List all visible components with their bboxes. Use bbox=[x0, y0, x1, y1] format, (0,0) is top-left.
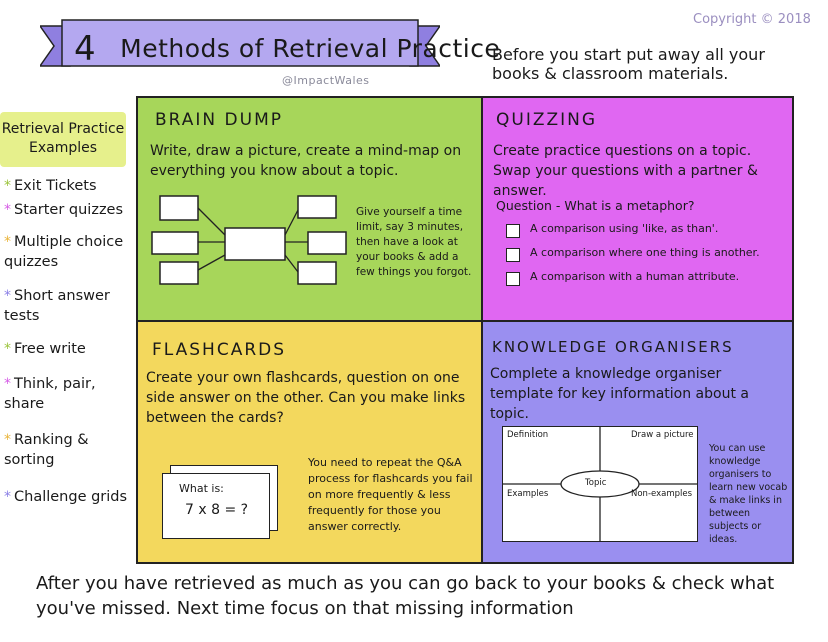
knowledge-organisers-text: Complete a knowledge organiser template … bbox=[490, 366, 749, 422]
quizzing-heading: QUIZZING bbox=[496, 110, 598, 130]
sidebar-item-label: Think, pair, share bbox=[4, 376, 96, 412]
quiz-option-2: A comparison where one thing is another. bbox=[530, 246, 760, 259]
sidebar-item: *Short answer tests bbox=[4, 286, 132, 326]
brain-dump-text: Write, draw a picture, create a mind-map… bbox=[150, 143, 462, 179]
quizzing-text: Create practice questions on a topic. Sw… bbox=[493, 143, 758, 199]
ko-picture-label: Draw a picture bbox=[631, 430, 694, 440]
sidebar-item-label: Free write bbox=[14, 341, 86, 357]
copyright: Copyright © 2018 bbox=[693, 12, 811, 27]
star-icon: * bbox=[4, 341, 11, 357]
ko-topic-label: Topic bbox=[585, 478, 607, 488]
sidebar-item-label: Ranking & sorting bbox=[4, 432, 89, 468]
mind-map-diagram bbox=[151, 195, 347, 285]
title-number: 4 bbox=[74, 29, 97, 69]
option-checkbox-2[interactable] bbox=[506, 248, 520, 262]
option-checkbox-1[interactable] bbox=[506, 224, 520, 238]
quiz-option-1: A comparison using 'like, as than'. bbox=[530, 222, 719, 235]
sidebar-heading: Retrieval Practice Examples bbox=[0, 112, 126, 167]
flashcard: What is: 7 x 8 = ? bbox=[162, 473, 270, 539]
flashcards-tip: You need to repeat the Q&A process for f… bbox=[308, 456, 473, 533]
star-icon: * bbox=[4, 288, 11, 304]
title-text: Methods of Retrieval Practice bbox=[120, 34, 501, 63]
sidebar-item-label: Exit Tickets bbox=[14, 178, 97, 194]
sidebar-item-label: Challenge grids bbox=[14, 489, 128, 505]
brain-dump-tip: Give yourself a time limit, say 3 minute… bbox=[356, 206, 472, 278]
flashcard-label: What is: bbox=[179, 482, 224, 495]
star-icon: * bbox=[4, 234, 11, 250]
star-icon: * bbox=[4, 432, 11, 448]
page-title: 4 Methods of Retrieval Practice bbox=[74, 29, 500, 69]
author-handle: @ImpactWales bbox=[282, 74, 370, 87]
flashcards-heading: FLASHCARDS bbox=[152, 340, 287, 360]
star-icon: * bbox=[4, 202, 11, 218]
option-checkbox-3[interactable] bbox=[506, 272, 520, 286]
sidebar-item: *Ranking & sorting bbox=[4, 430, 132, 470]
ko-definition-label: Definition bbox=[507, 430, 549, 440]
knowledge-organisers-heading: KNOWLEDGE ORGANISERS bbox=[492, 338, 734, 356]
ko-examples-label: Examples bbox=[507, 489, 549, 499]
knowledge-organiser-template: Definition Draw a picture Examples Non-e… bbox=[502, 426, 698, 542]
flashcards-text: Create your own flashcards, question on … bbox=[146, 370, 466, 426]
sidebar-item-label: Starter quizzes bbox=[14, 202, 124, 218]
sidebar-item: *Think, pair, share bbox=[4, 374, 132, 414]
intro-text: Before you start put away all your books… bbox=[492, 45, 765, 83]
flashcard-question: 7 x 8 = ? bbox=[185, 502, 249, 518]
quiz-option-3: A comparison with a human attribute. bbox=[530, 270, 740, 283]
star-icon: * bbox=[4, 376, 11, 392]
sidebar-item: *Free write bbox=[4, 339, 132, 359]
title-banner bbox=[40, 16, 440, 76]
quiz-question: Question - What is a metaphor? bbox=[496, 198, 695, 213]
star-icon: * bbox=[4, 489, 11, 505]
ko-non-examples-label: Non-examples bbox=[631, 489, 693, 499]
knowledge-organisers-tip: You can use knowledge organisers to lear… bbox=[709, 443, 788, 545]
brain-dump-heading: BRAIN DUMP bbox=[155, 110, 284, 130]
footer-text: After you have retrieved as much as you … bbox=[36, 573, 775, 619]
sidebar-item: *Exit Tickets bbox=[4, 176, 132, 196]
quizzing-panel bbox=[481, 96, 794, 322]
sidebar-item: *Multiple choice quizzes bbox=[4, 232, 132, 272]
star-icon: * bbox=[4, 178, 11, 194]
sidebar-item: *Starter quizzes bbox=[4, 200, 132, 220]
sidebar-item-label: Multiple choice quizzes bbox=[4, 234, 124, 270]
sidebar-item-label: Short answer tests bbox=[4, 288, 110, 324]
sidebar-item: *Challenge grids bbox=[4, 487, 132, 507]
